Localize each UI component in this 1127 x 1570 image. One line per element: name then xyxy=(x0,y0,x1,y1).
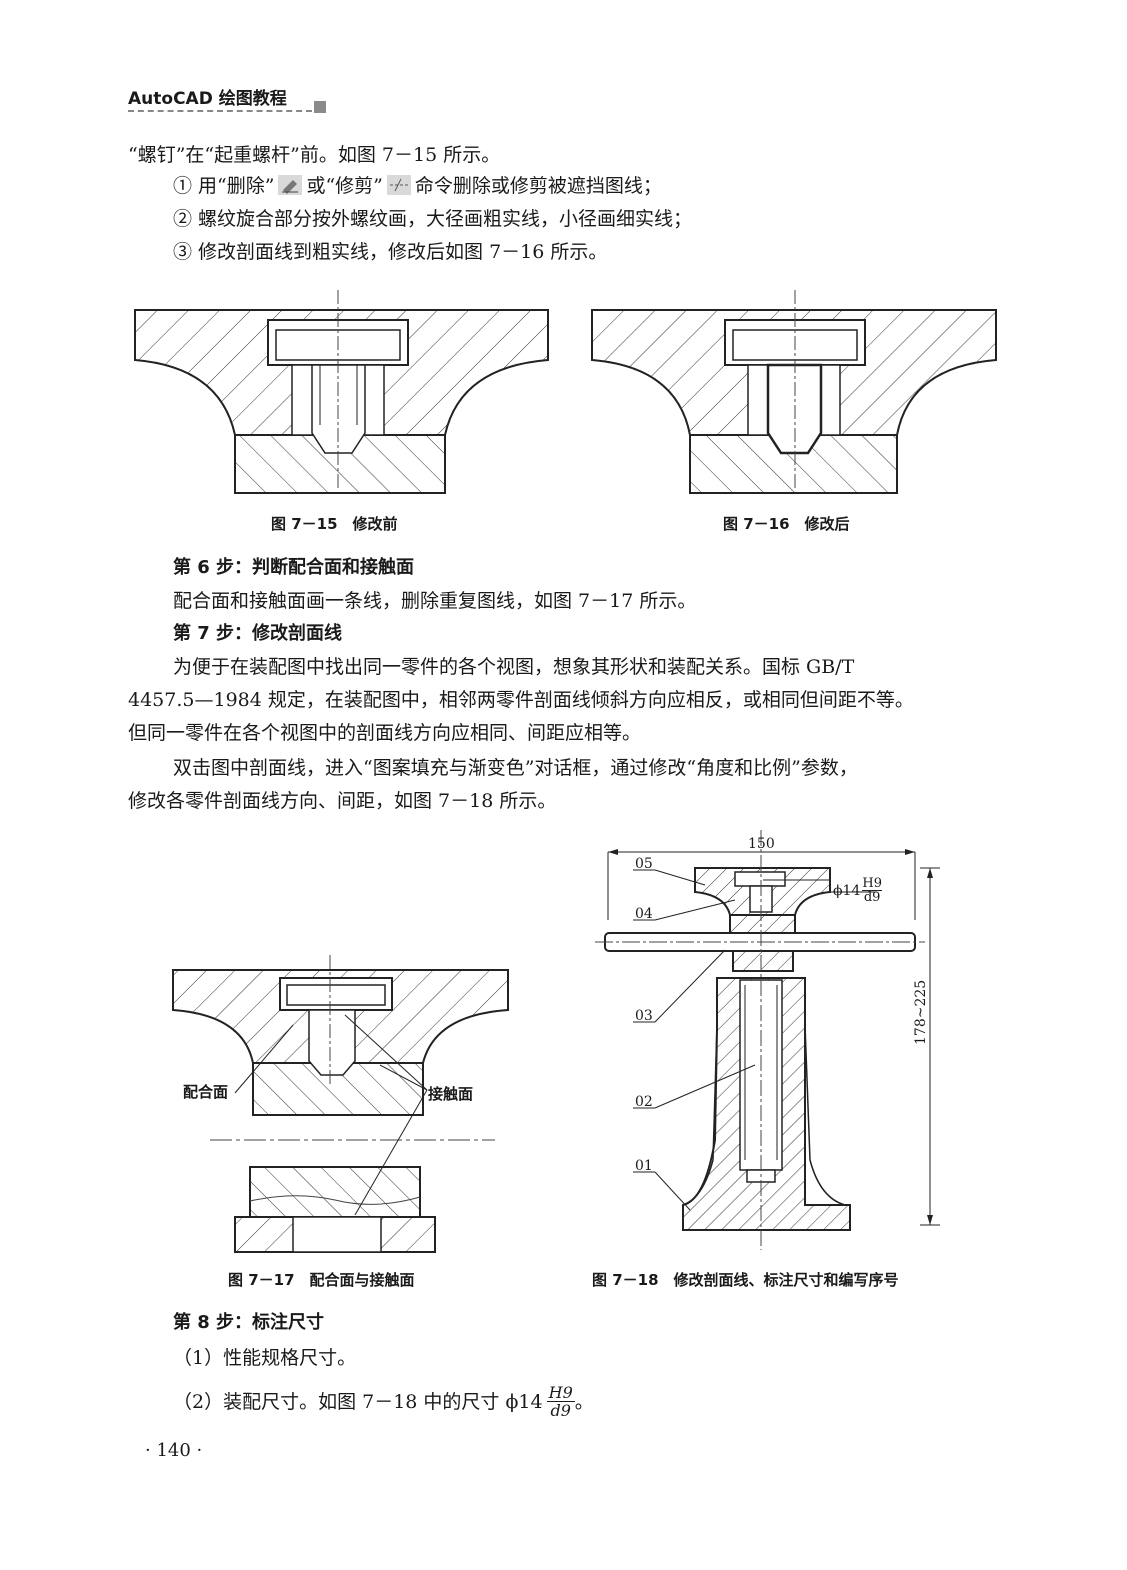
step7-para2-line2: 修改各零件剖面线方向、间距，如图 7－18 所示。 xyxy=(128,790,557,812)
fit-tolerance-annotation: ϕ14 H9 d9 xyxy=(833,876,882,905)
figure-7-18-drawing xyxy=(595,830,940,1250)
step7-para1-line2: 4457.5—1984 规定，在装配图中，相邻两零件剖面线倾斜方向应相反，或相同… xyxy=(128,689,914,711)
part-number-03: 03 xyxy=(635,1008,653,1024)
dim-width-150: 150 xyxy=(748,836,775,852)
running-header: AutoCAD 绘图教程 xyxy=(128,89,287,109)
trim-icon xyxy=(386,175,411,195)
caption-fig-7-17: 图 7－17 配合面与接触面 xyxy=(228,1271,415,1289)
step8-heading: 第 8 步：标注尺寸 xyxy=(173,1312,325,1333)
header-gray-block xyxy=(314,101,326,113)
caption-fig-7-16: 图 7－16 修改后 xyxy=(723,515,850,533)
intro-item-3: ③ 修改剖面线到粗实线，修改后如图 7－16 所示。 xyxy=(173,241,608,263)
header-dashed-rule xyxy=(128,110,312,112)
step6-text: 配合面和接触面画一条线，删除重复图线，如图 7－17 所示。 xyxy=(173,590,697,612)
intro-line: “螺钉”在“起重螺杆”前。如图 7－15 所示。 xyxy=(128,144,501,166)
dim-height-range: 178~225 xyxy=(913,979,929,1045)
step7-para1-line1: 为便于在装配图中找出同一零件的各个视图，想象其形状和装配关系。国标 GB/T xyxy=(173,656,855,678)
part-number-04: 04 xyxy=(635,906,653,922)
intro-item-1: ① 用“删除”或“修剪”命令删除或修剪被遮挡图线； xyxy=(173,175,662,197)
label-fit-surface: 配合面 xyxy=(183,1083,229,1101)
intro-item-2: ② 螺纹旋合部分按外螺纹画，大径画粗实线，小径画细实线； xyxy=(173,208,693,230)
figure-7-16-drawing xyxy=(591,290,997,494)
eraser-icon xyxy=(278,175,303,195)
step6-heading: 第 6 步：判断配合面和接触面 xyxy=(173,557,415,578)
step8-item-2: （2）装配尺寸。如图 7－18 中的尺寸 ϕ14 H9 d9 。 xyxy=(173,1383,594,1420)
step7-heading: 第 7 步：修改剖面线 xyxy=(173,623,343,644)
step7-para2-line1: 双击图中剖面线，进入“图案填充与渐变色”对话框，通过修改“角度和比例”参数， xyxy=(173,757,858,779)
page-number: · 140 · xyxy=(145,1440,203,1461)
figure-7-15-drawing xyxy=(134,290,549,494)
caption-fig-7-18: 图 7－18 修改剖面线、标注尺寸和编写序号 xyxy=(592,1271,899,1289)
fit-fraction: H9 d9 xyxy=(546,1383,575,1420)
step8-item-1: （1）性能规格尺寸。 xyxy=(173,1347,357,1369)
caption-fig-7-15: 图 7－15 修改前 xyxy=(271,515,398,533)
part-number-02: 02 xyxy=(635,1094,653,1110)
label-contact-surface: 接触面 xyxy=(428,1085,474,1103)
figure-7-17-drawing xyxy=(172,955,509,1253)
step7-para1-line3: 但同一零件在各个视图中的剖面线方向应相同、间距应相等。 xyxy=(128,722,642,744)
part-number-01: 01 xyxy=(635,1158,653,1174)
figures-15-16 xyxy=(134,290,997,494)
part-number-05: 05 xyxy=(635,856,653,872)
